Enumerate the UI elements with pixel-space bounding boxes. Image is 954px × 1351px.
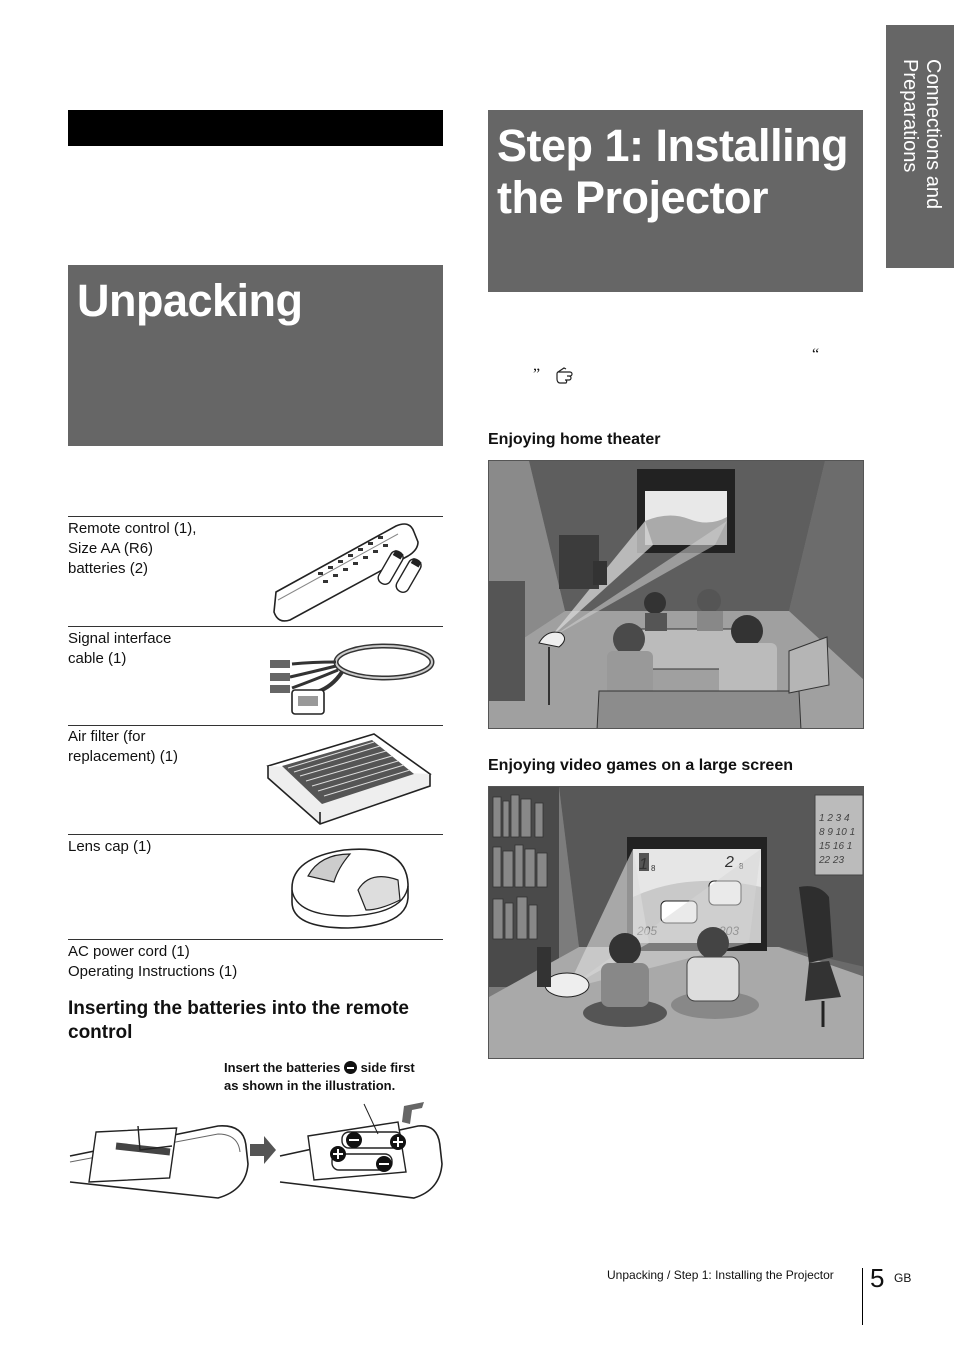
item-line: Lens cap (1) — [68, 838, 152, 855]
item-signal-cable: Signal interface cable (1) — [68, 629, 258, 669]
battery-insertion-illustration — [68, 1100, 448, 1210]
item-line: batteries (2) — [68, 560, 149, 577]
page-number: 5 — [870, 1263, 885, 1293]
home-theater-heading: Enjoying home theater — [488, 431, 661, 448]
item-line: Operating Instructions (1) — [68, 963, 238, 980]
divider — [68, 516, 443, 517]
footer-divider — [862, 1268, 863, 1325]
chapter-tab-label: Connections and Preparations — [899, 59, 944, 210]
divider — [68, 834, 443, 835]
open-quote: “ — [812, 346, 820, 363]
step1-title-line1: Step 1: Installing — [497, 120, 849, 171]
unpacking-title: Unpacking — [77, 275, 303, 326]
lens-cap-icon — [288, 840, 412, 932]
video-games-heading: Enjoying video games on a large screen — [488, 757, 793, 774]
game-right-position: 2 — [724, 854, 734, 871]
remote-control-icon — [268, 520, 428, 622]
divider — [68, 626, 443, 627]
note-text: Insert the batteries — [224, 1060, 341, 1075]
signal-cable-icon — [262, 632, 437, 722]
divider — [68, 939, 443, 940]
chapter-tab: Connections and Preparations — [886, 25, 954, 268]
item-line: AC power cord (1) — [68, 943, 190, 960]
close-quote: ” — [533, 366, 541, 383]
note-text: as shown in the illustration. — [224, 1078, 396, 1093]
calendar-row: 8 9 10 1 — [819, 827, 855, 838]
calendar-row: 22 23 — [818, 855, 844, 866]
item-line: Signal interface — [68, 630, 172, 647]
item-line: Air filter (for — [68, 728, 146, 745]
calendar-row: 1 2 3 4 — [819, 813, 850, 824]
item-remote-control: Remote control (1), Size AA (R6) batteri… — [68, 519, 258, 579]
batteries-note: Insert the batteries side first as shown… — [224, 1059, 415, 1095]
item-line: Size AA (R6) — [68, 540, 154, 557]
note-text: side first — [360, 1060, 415, 1075]
step1-title-line2: the Projector — [497, 172, 769, 223]
item-lens-cap: Lens cap (1) — [68, 837, 258, 857]
item-line: Remote control (1), — [68, 520, 197, 537]
step1-heading-box: Step 1: Installing the Projector — [488, 110, 863, 292]
air-filter-icon — [262, 730, 434, 830]
item-air-filter: Air filter (for replacement) (1) — [68, 727, 258, 767]
step1-title: Step 1: Installing the Projector — [497, 120, 849, 224]
home-theater-illustration — [488, 460, 864, 729]
divider — [68, 725, 443, 726]
running-title: Unpacking / Step 1: Installing the Proje… — [607, 1268, 834, 1282]
minus-icon — [343, 1061, 357, 1074]
calendar-row: 15 16 1 — [819, 841, 852, 852]
game-left-total: 8 — [651, 864, 656, 873]
batteries-heading: Inserting the batteries into the remote … — [68, 998, 409, 1043]
item-line: cable (1) — [68, 650, 127, 667]
item-line: replacement) (1) — [68, 748, 179, 765]
pointing-hand-icon — [556, 366, 580, 389]
item-power-cord-manual: AC power cord (1) Operating Instructions… — [68, 942, 328, 982]
section-bar — [68, 110, 443, 146]
page-suffix: GB — [894, 1271, 912, 1285]
game-left-position: 1 — [639, 856, 648, 873]
video-games-illustration: 1 8 2 8 205 203 1 2 3 4 8 9 10 1 15 16 1… — [488, 786, 864, 1059]
unpacking-heading-box: Unpacking — [68, 265, 443, 446]
